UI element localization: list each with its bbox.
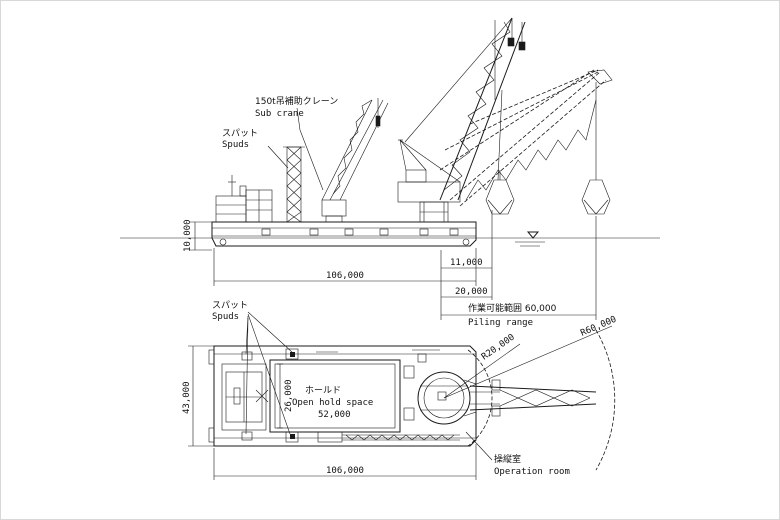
plan-boom <box>469 385 597 411</box>
piling-range-label-en: Piling range <box>468 318 533 328</box>
plan-view: R20,000 R60,000 43,000 26,000 ホールド Open … <box>182 300 618 480</box>
deckhouse <box>215 175 273 223</box>
hold-width-dimension: 26,000 <box>284 379 294 412</box>
grab-bucket <box>485 170 515 215</box>
radius-60000-label: R60,000 <box>579 315 618 339</box>
spud-tower <box>283 146 305 223</box>
operation-room-label-jp: 操縦室 <box>494 453 521 465</box>
plan-spuds-label-jp: スパット <box>212 300 248 311</box>
sub-crane-label-jp: 150t吊補助クレーン <box>255 95 338 107</box>
radius-arc-60 <box>595 329 616 471</box>
radius-20000-label: R20,000 <box>480 333 517 363</box>
hold-label-en: Open hold space <box>292 398 373 408</box>
side-view: 150t吊補助クレーン Sub crane スパット Spuds 10,000 … <box>120 17 660 328</box>
hull-side <box>211 221 477 247</box>
dimension-20000: 20,000 <box>455 287 488 297</box>
main-crane <box>397 17 613 223</box>
plan-length-dimension: 106,000 <box>326 466 364 476</box>
sub-crane-label-en: Sub crane <box>255 109 304 119</box>
side-length-dimension: 106,000 <box>326 271 364 281</box>
grab-bucket-extended <box>581 179 611 215</box>
draft-dimension: 10,000 <box>183 219 193 252</box>
plan-spuds-label-en: Spuds <box>212 312 239 322</box>
plan-width-dimension: 43,000 <box>182 381 192 414</box>
main-crane-turntable <box>417 371 477 425</box>
side-spuds-label-en: Spuds <box>222 140 249 150</box>
sub-crane <box>299 98 389 223</box>
water-level-icon <box>526 231 540 239</box>
hull-plan <box>213 345 477 447</box>
operation-room-label-en: Operation room <box>494 467 570 477</box>
side-spuds-label-jp: スパット <box>222 128 258 139</box>
plan-sub-crane <box>317 431 460 443</box>
radius-arc-20 <box>467 349 493 447</box>
dimension-11000: 11,000 <box>450 258 483 268</box>
hold-label-jp: ホールド <box>305 385 341 396</box>
hold-length-dimension: 52,000 <box>318 410 351 420</box>
piling-range-label-jp: 作業可能範囲 60,000 <box>468 302 557 314</box>
